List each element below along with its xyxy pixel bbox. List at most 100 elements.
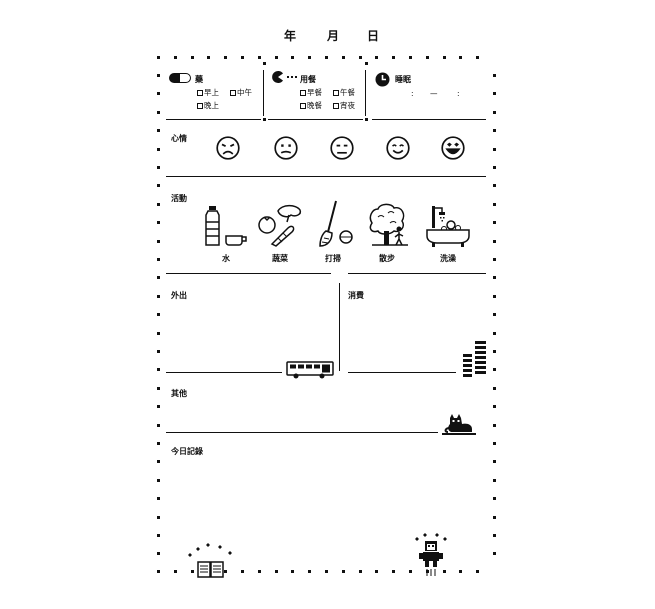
border-dot xyxy=(157,240,160,243)
meal-option-lunch[interactable]: 午餐 xyxy=(333,87,355,98)
divider xyxy=(166,372,282,373)
spending-notes-area[interactable] xyxy=(346,304,458,368)
border-dot xyxy=(157,221,160,224)
border-dot xyxy=(493,240,496,243)
sad-face-icon[interactable] xyxy=(216,136,240,164)
medicine-option-noon[interactable]: 中午 xyxy=(230,87,252,98)
medicine-option-evening[interactable]: 晚上 xyxy=(197,100,219,111)
medicine-option-morning[interactable]: 早上 xyxy=(197,87,219,98)
journal-label: 今日記錄 xyxy=(171,447,203,456)
bus-icon xyxy=(286,361,334,379)
border-dot xyxy=(493,148,496,151)
border-dot xyxy=(359,570,362,573)
checkbox[interactable] xyxy=(300,103,306,109)
border-dot xyxy=(157,276,160,279)
border-dot xyxy=(157,497,160,500)
border-dot xyxy=(325,56,328,59)
pill-icon xyxy=(169,73,191,83)
border-dot xyxy=(241,56,244,59)
border-dot xyxy=(263,118,266,121)
border-dot xyxy=(174,56,177,59)
border-dot xyxy=(476,570,479,573)
divider xyxy=(166,432,438,433)
neutral-face-icon[interactable] xyxy=(330,136,354,164)
checkbox[interactable] xyxy=(300,90,306,96)
border-dot xyxy=(493,92,496,95)
border-dot xyxy=(493,332,496,335)
other-notes-area[interactable] xyxy=(168,400,438,428)
divider xyxy=(263,70,264,116)
meal-option-dinner[interactable]: 晚餐 xyxy=(300,100,322,111)
border-dot xyxy=(308,570,311,573)
checkbox[interactable] xyxy=(197,103,203,109)
broom-icon[interactable] xyxy=(316,200,356,248)
border-dot xyxy=(157,184,160,187)
border-dot xyxy=(493,516,496,519)
border-dot xyxy=(493,405,496,408)
border-dot xyxy=(375,56,378,59)
border-dot xyxy=(241,570,244,573)
border-dot xyxy=(342,570,345,573)
border-dot xyxy=(224,56,227,59)
border-dot xyxy=(157,405,160,408)
activity-label-vegetables: 蔬菜 xyxy=(272,254,288,263)
frown-face-icon[interactable] xyxy=(274,136,298,164)
divider xyxy=(166,119,261,120)
checkbox[interactable] xyxy=(197,90,203,96)
border-dot xyxy=(174,570,177,573)
border-dot xyxy=(157,258,160,261)
border-dot xyxy=(459,56,462,59)
border-dot xyxy=(493,460,496,463)
clock-icon xyxy=(375,72,390,87)
happy-face-icon[interactable] xyxy=(441,136,465,164)
sleep-start-separator: : xyxy=(411,89,414,98)
border-dot xyxy=(493,111,496,114)
meal-option-late-night[interactable]: 宵夜 xyxy=(333,100,355,111)
checkbox[interactable] xyxy=(333,90,339,96)
spending-label: 消費 xyxy=(348,291,364,300)
sleep-time-field[interactable] xyxy=(395,86,475,100)
border-dot xyxy=(493,442,496,445)
bathtub-icon[interactable] xyxy=(426,204,470,248)
border-dot xyxy=(493,295,496,298)
medicine-label: 藥 xyxy=(195,75,203,84)
vegetables-icon[interactable] xyxy=(258,204,302,248)
tree-walk-icon[interactable] xyxy=(368,203,412,247)
border-dot xyxy=(459,570,462,573)
pacman-icon xyxy=(272,71,297,83)
checkbox[interactable] xyxy=(230,90,236,96)
border-dot xyxy=(493,166,496,169)
border-dot xyxy=(493,424,496,427)
border-dot xyxy=(392,56,395,59)
outing-notes-area[interactable] xyxy=(168,304,333,368)
journal-notes-area[interactable] xyxy=(168,460,486,540)
other-label: 其他 xyxy=(171,389,187,398)
sleep-label: 睡眠 xyxy=(395,75,411,84)
border-dot xyxy=(157,442,160,445)
date-day-label: 日 xyxy=(367,29,380,43)
border-dot xyxy=(157,479,160,482)
border-dot xyxy=(157,295,160,298)
activity-label-bath: 洗澡 xyxy=(440,254,456,263)
border-dot xyxy=(275,570,278,573)
mood-label: 心情 xyxy=(171,134,187,143)
border-dot xyxy=(493,184,496,187)
water-bottle-icon[interactable] xyxy=(204,206,248,246)
activity-label-walk: 散步 xyxy=(379,254,395,263)
coin-stack-icon xyxy=(463,341,486,377)
activities-label: 活動 xyxy=(171,194,187,203)
border-dot xyxy=(157,313,160,316)
border-dot xyxy=(157,350,160,353)
divider xyxy=(348,372,456,373)
smile-face-icon[interactable] xyxy=(386,136,410,164)
checkbox[interactable] xyxy=(333,103,339,109)
border-dot xyxy=(493,74,496,77)
border-dot xyxy=(409,56,412,59)
border-dot xyxy=(476,56,479,59)
meal-option-breakfast[interactable]: 早餐 xyxy=(300,87,322,98)
activity-label-water: 水 xyxy=(222,254,230,263)
border-dot xyxy=(359,56,362,59)
border-dot xyxy=(342,56,345,59)
border-dot xyxy=(275,56,278,59)
divider xyxy=(339,283,340,371)
